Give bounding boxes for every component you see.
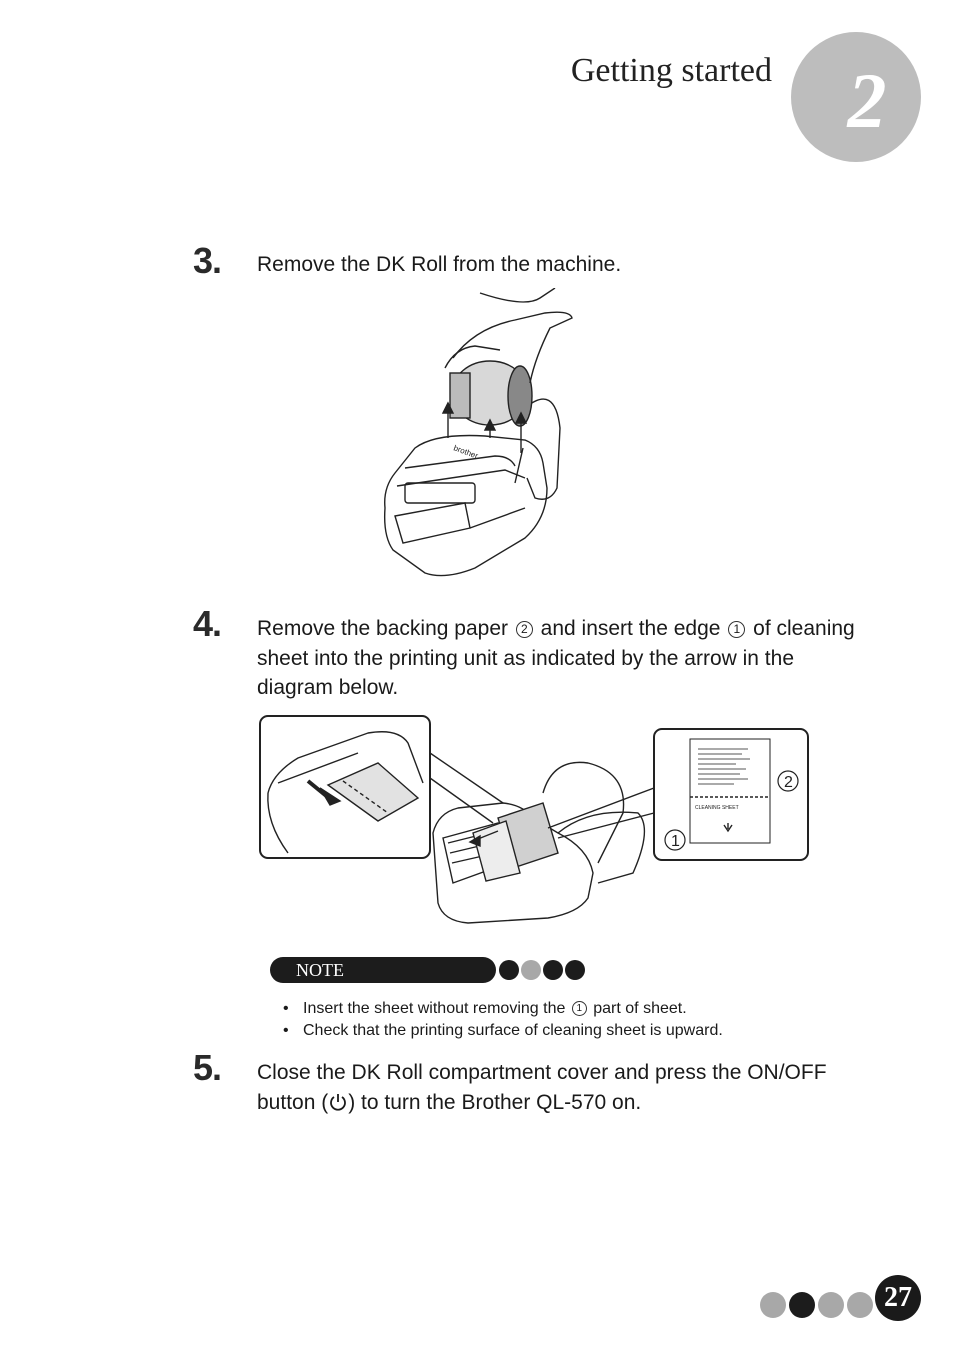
step-4-number: 4. xyxy=(193,603,222,644)
figure-insert-cleaning-sheet: CLEANING SHEET 2 1 xyxy=(259,715,809,924)
footer-dot-1 xyxy=(760,1292,786,1318)
note-dot-2 xyxy=(521,960,541,980)
printer-brand-label: brother xyxy=(452,443,479,460)
callout-1-ref-note: 1 xyxy=(571,1001,587,1016)
callout-2-circle xyxy=(777,770,799,792)
step-5-number: 5. xyxy=(193,1047,222,1088)
callout-1-ref: 1 xyxy=(728,621,746,638)
step-4-line-3: diagram below. xyxy=(257,676,399,699)
step-3-number: 3. xyxy=(193,240,222,281)
footer-dot-4 xyxy=(847,1292,873,1318)
note-dot-4 xyxy=(565,960,585,980)
note-bullet-2: Check that the printing surface of clean… xyxy=(283,1020,723,1042)
note-bullet-1: Insert the sheet without removing the 1 … xyxy=(283,998,723,1020)
power-icon xyxy=(330,1093,347,1111)
step-5-line-1: Close the DK Roll compartment cover and … xyxy=(257,1061,827,1084)
note-dot-3 xyxy=(543,960,563,980)
note-label: NOTE xyxy=(296,960,344,980)
step-5-line-2: button () to turn the Brother QL-570 on. xyxy=(257,1090,642,1114)
footer-dot-3 xyxy=(818,1292,844,1318)
callout-2-text: 2 xyxy=(784,774,793,791)
note-dot-1 xyxy=(499,960,519,980)
note-bullets: Insert the sheet without removing the 1 … xyxy=(283,998,723,1042)
note-bar xyxy=(270,957,496,983)
page-number: 27 xyxy=(875,1275,921,1321)
step-3-text: Remove the DK Roll from the machine. xyxy=(257,253,622,276)
footer-dot-2 xyxy=(789,1292,815,1318)
chapter-number-badge: 2 xyxy=(791,32,921,162)
figure-remove-dk-roll: brother xyxy=(383,288,573,577)
step-4-line-2: sheet into the printing unit as indicate… xyxy=(257,646,794,670)
step-4-text: Remove the backing paper 2 and insert th… xyxy=(257,614,897,703)
callout-2-ref: 2 xyxy=(515,621,533,638)
callout-1-circle xyxy=(664,829,686,851)
step-4-line-1: Remove the backing paper 2 and insert th… xyxy=(257,617,855,640)
chapter-title: Getting started xyxy=(570,52,772,89)
cleaning-sheet-label: CLEANING SHEET xyxy=(695,805,739,811)
chapter-number: 2 xyxy=(847,57,887,144)
callout-1-text: 1 xyxy=(671,833,680,850)
step-5-text: Close the DK Roll compartment cover and … xyxy=(257,1058,897,1117)
